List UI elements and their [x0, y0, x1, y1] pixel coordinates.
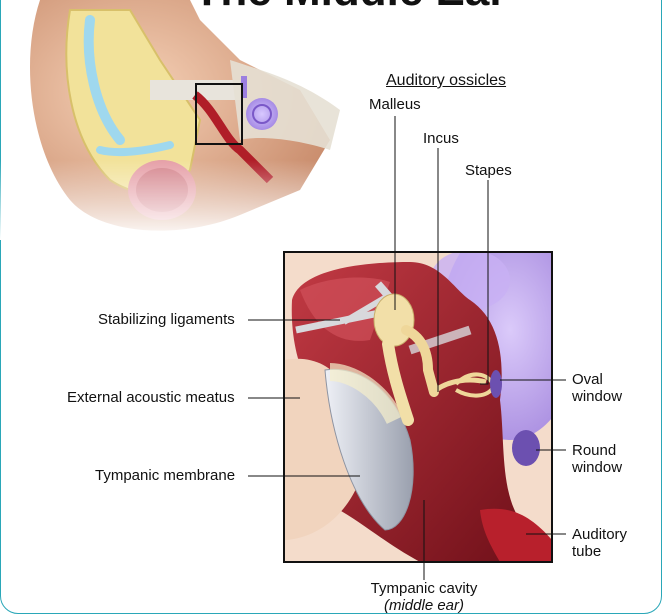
- tympanic-cavity-line2: (middle ear): [383, 597, 465, 614]
- diagram-title: The Middle Ear: [150, 0, 550, 16]
- external-acoustic-meatus-label: External acoustic meatus: [67, 389, 235, 406]
- leader-lines: [248, 116, 566, 580]
- auditory-tube-line2: tube: [572, 543, 602, 560]
- auditory-tube-label: Auditory tube: [572, 526, 627, 560]
- round-window-line2: window: [572, 459, 623, 476]
- round-window-line1: Round: [572, 442, 617, 459]
- outer-ear-overview: [0, 0, 360, 240]
- middle-ear-detail: [284, 252, 552, 562]
- stabilizing-ligaments-label: Stabilizing ligaments: [98, 311, 235, 328]
- malleus-label: Malleus: [369, 96, 421, 113]
- auditory-ossicles-label: Auditory ossicles: [386, 72, 507, 89]
- auditory-tube-line1: Auditory: [572, 526, 628, 543]
- incus-label: Incus: [423, 130, 459, 147]
- tympanic-cavity-label: Tympanic cavity (middle ear): [360, 580, 488, 614]
- oval-window-line2: window: [572, 388, 623, 405]
- stapes-label: Stapes: [465, 162, 512, 179]
- tympanic-cavity-line1: Tympanic cavity: [370, 580, 478, 597]
- detail-box: [283, 251, 553, 563]
- tympanic-membrane-label: Tympanic membrane: [95, 467, 236, 484]
- round-window-label: Round window: [572, 442, 622, 476]
- oval-window-label: Oval window: [572, 371, 622, 405]
- oval-window-line1: Oval: [572, 371, 603, 388]
